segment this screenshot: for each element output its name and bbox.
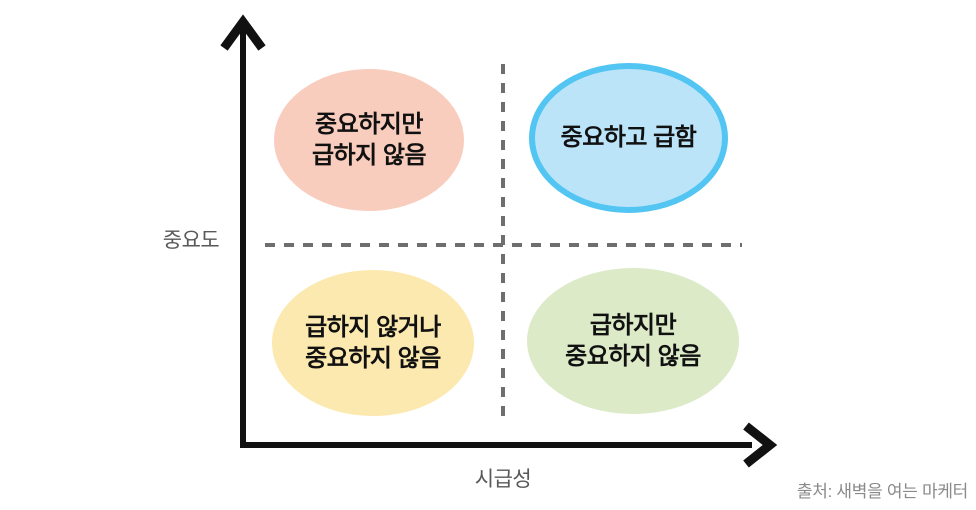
quadrant-important-and-urgent: 중요하고 급함 bbox=[529, 63, 728, 213]
y-axis-label: 중요도 bbox=[162, 229, 220, 252]
y-axis-arrowhead bbox=[220, 14, 266, 51]
quadrant-label: 중요하고 급함 bbox=[560, 124, 697, 152]
quadrant-label: 중요하지만 급하지 않음 bbox=[311, 110, 427, 169]
x-axis-arrowhead bbox=[743, 422, 778, 468]
quadrant-label: 급하지만 중요하지 않음 bbox=[565, 311, 701, 370]
quadrant-not-urgent-or-not-important: 급하지 않거나 중요하지 않음 bbox=[272, 270, 474, 416]
x-axis-label: 시급성 bbox=[474, 468, 532, 491]
quadrant-urgent-not-important: 급하지만 중요하지 않음 bbox=[527, 268, 739, 414]
quadrant-label: 급하지 않거나 중요하지 않음 bbox=[305, 313, 441, 372]
quadrant-important-not-urgent: 중요하지만 급하지 않음 bbox=[274, 69, 464, 211]
source-caption: 출처: 새벽을 여는 마케터 bbox=[796, 482, 968, 501]
